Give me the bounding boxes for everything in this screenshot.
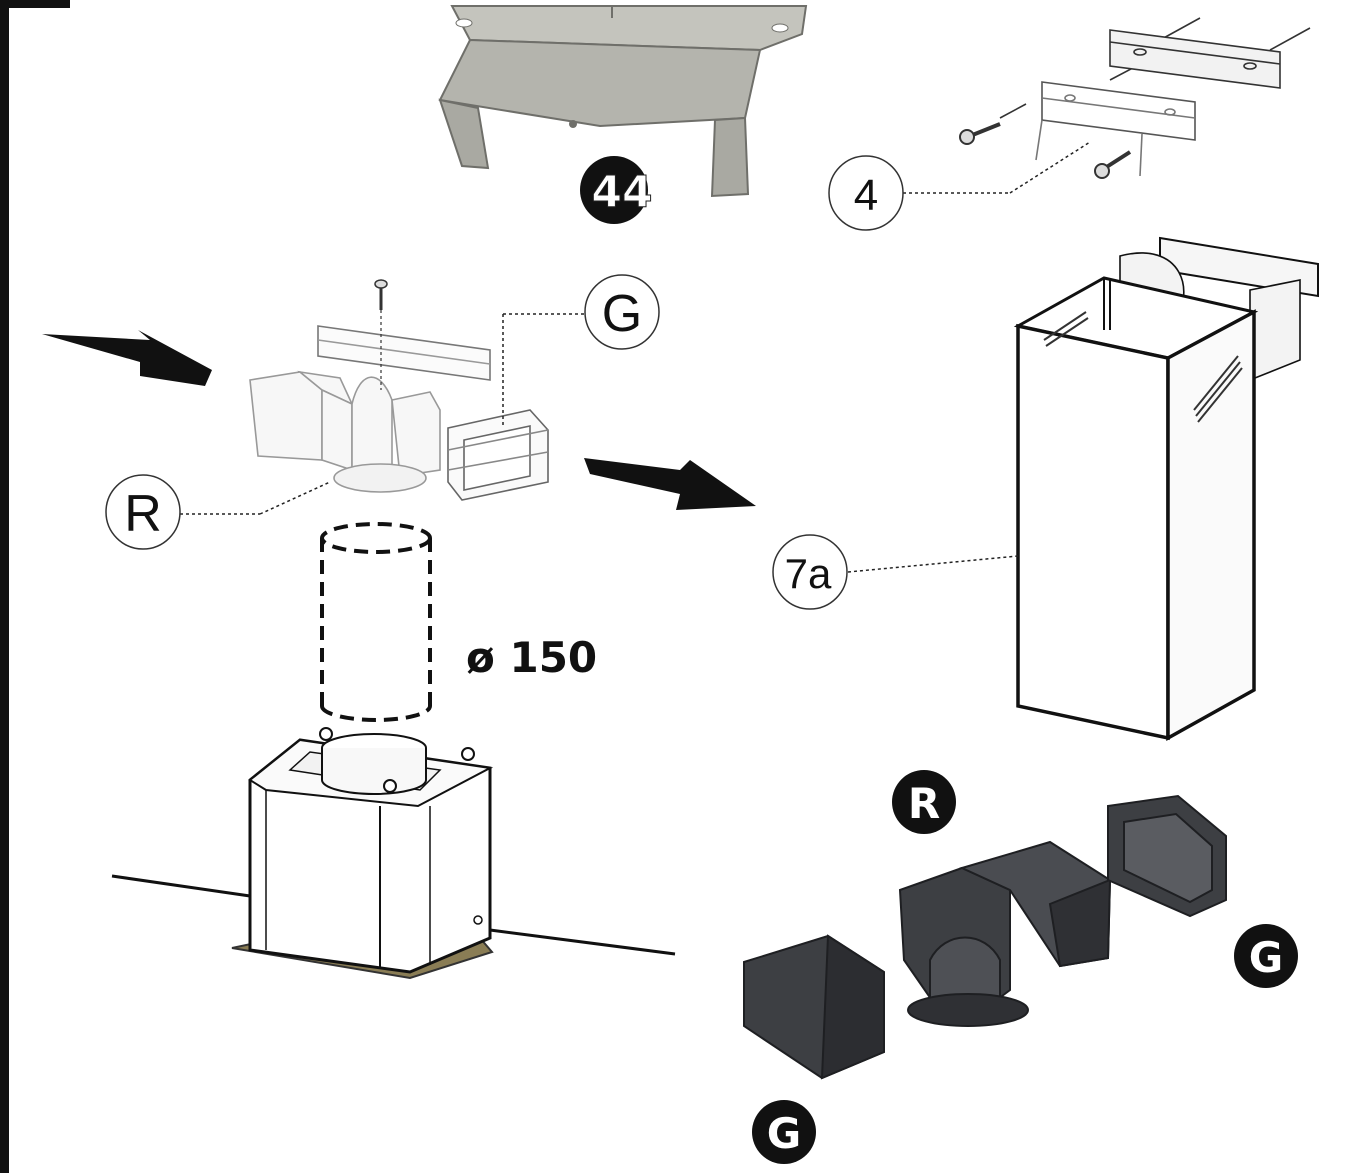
callout-r-outline: R — [105, 474, 331, 550]
page-frame — [0, 0, 70, 1173]
badge-r-text: R — [908, 779, 940, 828]
badge-r: R — [892, 770, 956, 834]
adapter-assembly-outline — [249, 325, 549, 501]
adapter-g-dark-top — [1107, 794, 1227, 918]
callout-r-outline-text: R — [124, 485, 162, 543]
arrow-right-icon — [584, 458, 756, 510]
callout-4-text: 4 — [854, 171, 878, 220]
badge-44-text: 44 — [591, 167, 652, 218]
chimney-part-7a — [1013, 236, 1319, 741]
callout-g-outline-text: G — [602, 285, 642, 343]
screw-icon — [1094, 150, 1132, 179]
callout-7a-text: 7a — [785, 550, 832, 597]
duct-pipe-dashed — [320, 522, 432, 722]
screw-icon — [374, 279, 388, 390]
motor-housing — [231, 727, 494, 980]
badge-g-bottom-text: G — [767, 1109, 801, 1158]
screw-icon — [959, 122, 1001, 145]
adapter-g-dark-bottom — [743, 934, 885, 1080]
hood-surface — [111, 874, 676, 956]
arrow-left-icon — [42, 330, 212, 386]
chimney-vent-grille — [1043, 311, 1243, 423]
callout-7a: 7a — [772, 534, 1019, 610]
adapter-r-dark — [898, 840, 1112, 1027]
badge-g-bottom: G — [752, 1100, 816, 1164]
badge-g-right: G — [1234, 924, 1298, 988]
badge-44: 44 — [580, 156, 653, 224]
callout-g-outline: G — [502, 274, 660, 425]
diameter-label: ø 150 — [466, 633, 597, 682]
wall-bracket-part-4 — [999, 17, 1311, 177]
ceiling-bracket-part-44 — [438, 5, 808, 198]
badge-g-right-text: G — [1249, 933, 1283, 982]
callout-4: 4 — [828, 141, 1091, 231]
